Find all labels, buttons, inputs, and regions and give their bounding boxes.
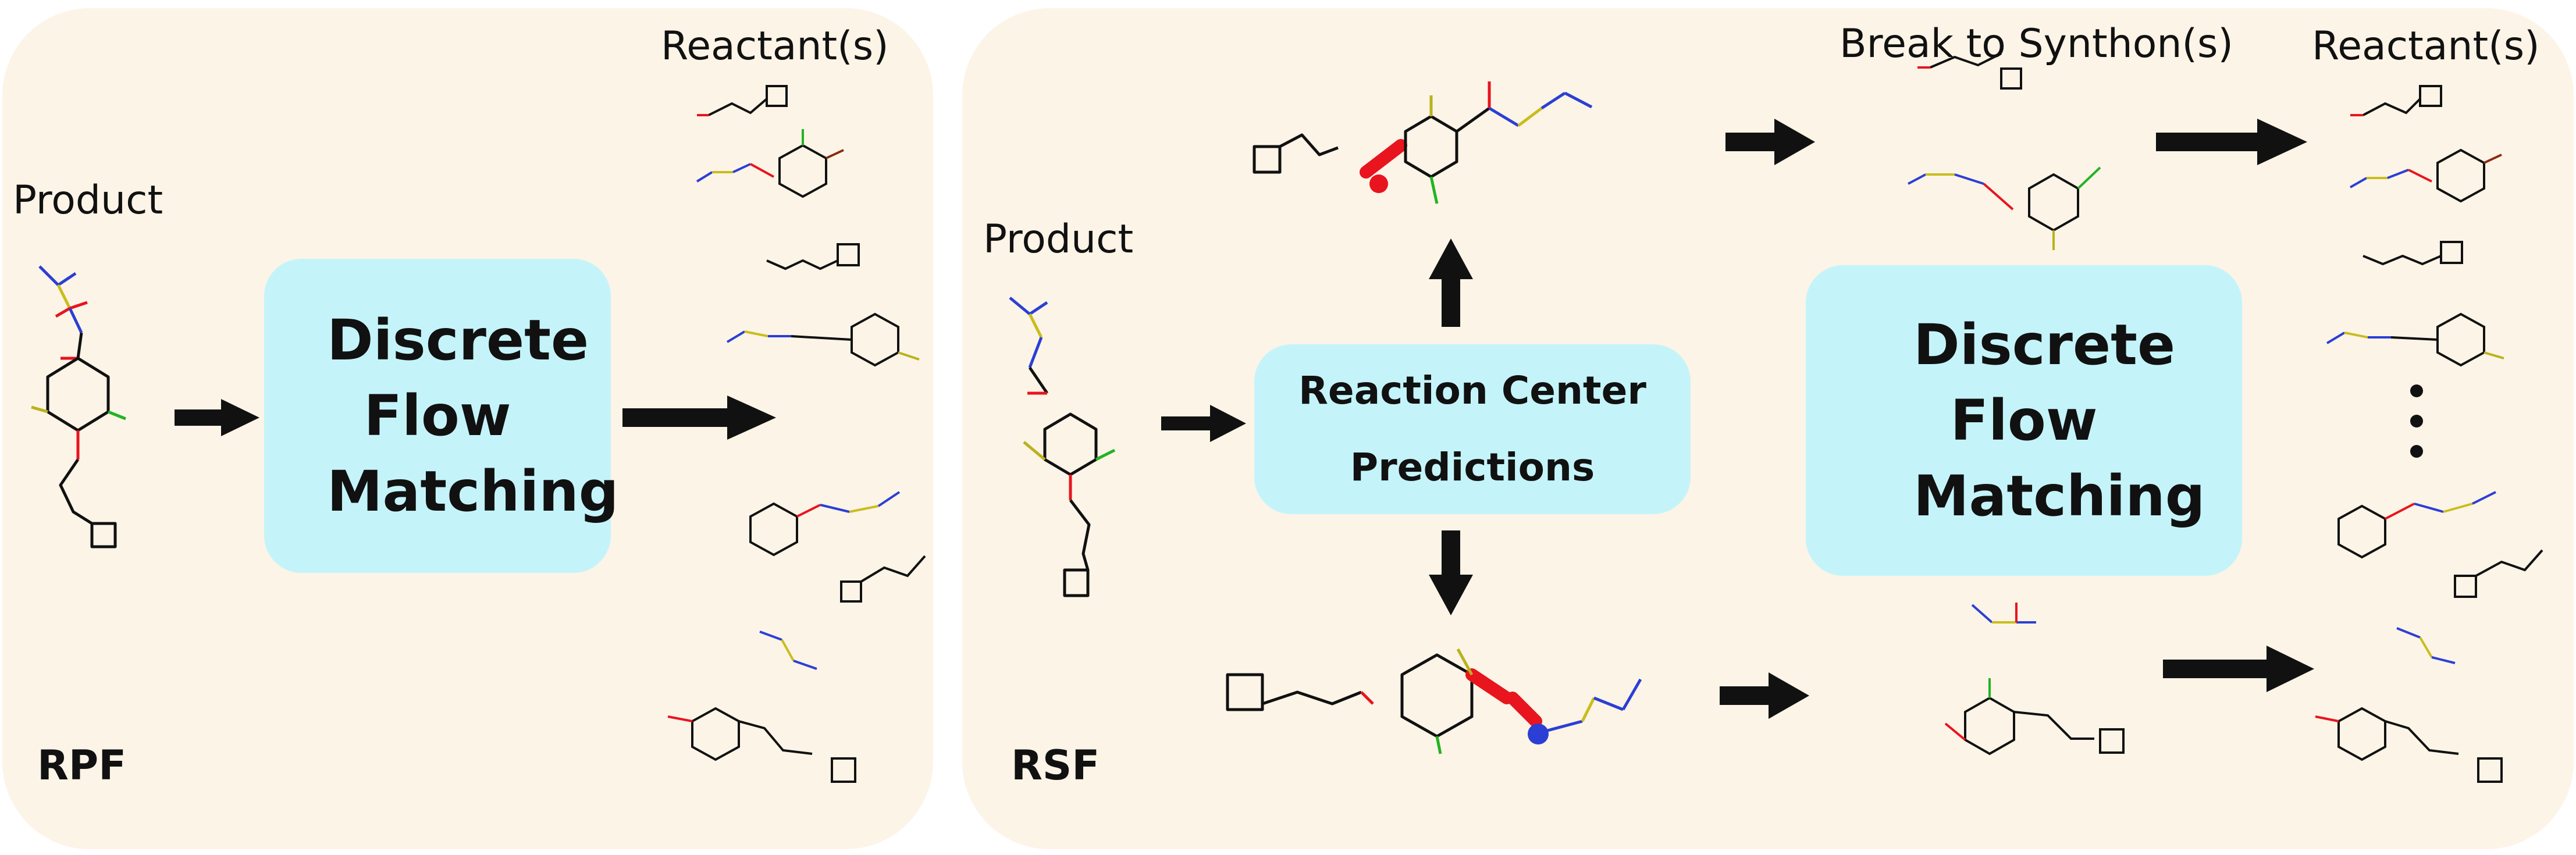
arrows (175, 119, 2314, 719)
rpf-label: RPF (37, 742, 127, 789)
rpf-reactant-6 (667, 630, 856, 783)
arrow-rpf-in (175, 399, 259, 436)
rsf-discrete-flow-matching-box: Discrete Flow Matching (1806, 265, 2242, 576)
rpf-reactant-3 (766, 243, 860, 270)
rsf-reactant-1 (2350, 85, 2442, 116)
rpf-reactant-4 (726, 312, 920, 367)
rsf-reactant-3 (2362, 241, 2463, 266)
arrow-up (1429, 238, 1473, 327)
rsf-synthon-label: Break to Synthon(s) (1840, 21, 2233, 67)
rsf-reactant-2 (2350, 148, 2502, 203)
rsf-reactants-label: Reactant(s) (2312, 23, 2540, 69)
rsf-product-label: Product (983, 216, 1134, 262)
rpf-reactant-2 (696, 129, 844, 198)
reaction-center-molecule-top (1253, 81, 1593, 204)
arrow-rpf-out (622, 396, 776, 440)
arrow-reactants-bottom (2163, 646, 2314, 692)
rsf-reactant-5 (2337, 491, 2543, 598)
rpf-reactant-1 (697, 85, 788, 116)
arrow-rsf-in (1161, 405, 1246, 442)
synthon-top-2 (1908, 166, 2101, 250)
arrow-synthon-top (1725, 119, 1815, 165)
arrow-down (1429, 530, 1473, 615)
rsf-product-molecule (1009, 297, 1116, 597)
rsf-reactant-4 (2326, 312, 2504, 367)
synthon-bottom-1 (1971, 603, 2036, 624)
reaction-center-predictions-box: Reaction Center Predictions (1254, 344, 1691, 514)
synthon-bottom-2 (1944, 678, 2125, 756)
arrow-reactants-top (2156, 119, 2307, 165)
rpf-product-molecule (31, 265, 126, 548)
rpf-discrete-flow-matching-box: Discrete Flow Matching (264, 259, 618, 573)
rpf-reactants-label: Reactant(s) (661, 23, 889, 69)
rsf-reactant-6 (2315, 627, 2503, 783)
synthon-top-1 (1917, 52, 2022, 90)
rsf-label: RSF (1011, 742, 1100, 789)
rpf-reactant-5 (749, 491, 926, 603)
reaction-center-box-text: Reaction Center Predictions (1298, 368, 1646, 490)
rpf-product-label: Product (13, 177, 163, 223)
arrow-synthon-bottom (1720, 672, 1809, 719)
reaction-center-molecule-bottom (1226, 648, 1642, 754)
ellipsis-dots (2410, 384, 2423, 458)
